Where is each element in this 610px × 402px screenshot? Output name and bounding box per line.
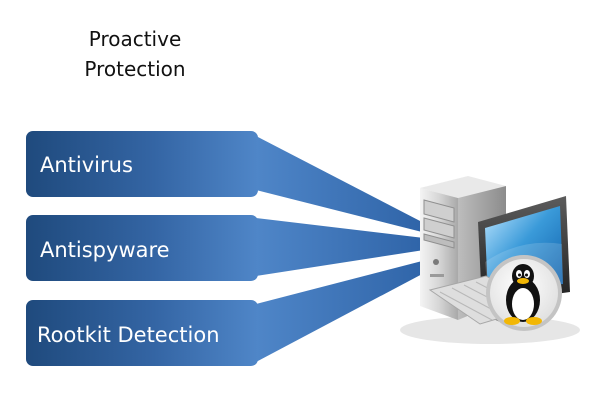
box-antispyware-label: Antispyware [40,238,170,262]
title-line-1: Proactive [88,27,182,51]
connector-rootkit [256,260,426,362]
connector-antispyware [256,218,424,276]
linux-tux-icon [486,255,562,331]
diagram-title: Proactive Protection [60,24,210,84]
box-rootkit-detection: Rootkit Detection [26,300,258,366]
box-antivirus: Antivirus [26,131,258,197]
box-antispyware: Antispyware [26,215,258,281]
connector-antivirus [256,136,422,232]
box-rootkit-label: Rootkit Detection [37,323,220,347]
box-antivirus-label: Antivirus [40,153,133,177]
title-line-2: Protection [84,57,186,81]
desktop-computer-icon [400,176,580,344]
